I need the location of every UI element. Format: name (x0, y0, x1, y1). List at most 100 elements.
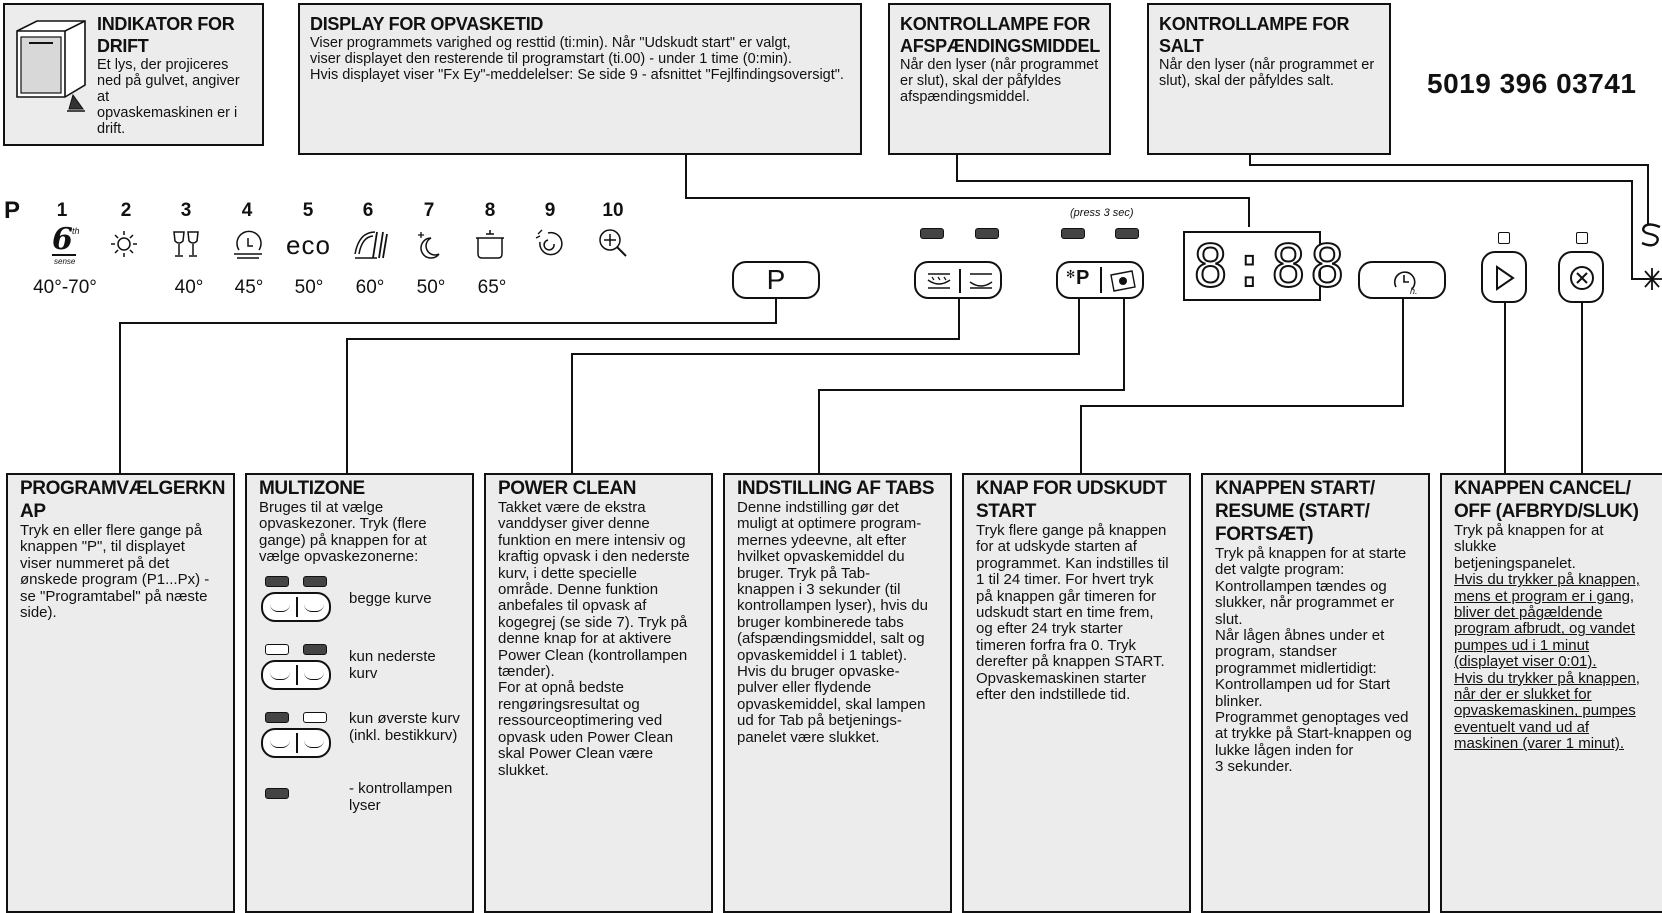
program-p-label: P (4, 197, 21, 224)
display-text: Viser programmets varighed og resttid (t… (310, 35, 844, 83)
multizone-option-label: kun nederste kurv (349, 647, 436, 682)
start-resume-text: Tryk på knappen for at starte det valgte… (1215, 545, 1412, 776)
press-3sec-note: (press 3 sec) (1070, 207, 1134, 219)
multizone-lamp-legend: - kontrollampen lyser (259, 780, 460, 820)
cancel-off-text: Tryk på knappen for at slukke betjenings… (1454, 522, 1604, 572)
delay-start-title: KNAP FOR UDSKUDT START (976, 478, 1167, 522)
program-number: 3 (180, 200, 192, 221)
power-clean-text: Takket være de ekstra vanddyser giver de… (498, 499, 690, 779)
program-temp: 40°-70° (33, 277, 97, 298)
program-number: 4 (241, 200, 253, 221)
rinse-aid-box: KONTROLLAMPE FOR AFSPÆNDINGSMIDDEL Når d… (888, 3, 1111, 155)
start-resume-box: KNAPPEN START/ RESUME (START/ FORTSÆT) T… (1201, 473, 1430, 913)
multizone-option-label: kun øverste kurv (inkl. bestikkurv) (349, 709, 460, 744)
multizone-option: kun øverste kurv (inkl. bestikkurv) (259, 709, 460, 780)
program-temp: 60° (355, 277, 385, 298)
cancel-off-button[interactable] (1558, 251, 1604, 303)
baskets-icon (927, 269, 993, 293)
program-selector-title: PROGRAMVÆLGERKN AP (20, 478, 226, 522)
salt-box: KONTROLLAMPE FOR SALT Når den lyser (når… (1147, 3, 1391, 155)
tabs-setting-title: INDSTILLING AF TABS (737, 478, 935, 499)
glasses-icon (173, 231, 199, 257)
multizone-option: kun nederste kurv (259, 643, 460, 712)
program-number: 9 (544, 200, 556, 221)
display-digits: 8:88 (1192, 232, 1349, 300)
multizone-led-upper (920, 228, 944, 239)
program-number: 6 (362, 200, 374, 221)
svg-text:h.: h. (1410, 286, 1418, 295)
program-number: 5 (302, 200, 314, 221)
indicator-box: INDIKATOR FOR DRIFT Et lys, der projicer… (3, 3, 264, 146)
power-clean-icon: ✻ (1066, 269, 1076, 281)
dishes-cutlery-icon (354, 231, 388, 259)
delay-clock-icon: h. (1393, 271, 1418, 295)
pot-icon (476, 230, 504, 259)
salt-text: Når den lyser (når programmet er slut), … (1159, 57, 1375, 89)
6th-sense-icon: 6 th sense (52, 222, 80, 266)
start-resume-button[interactable] (1481, 251, 1527, 303)
cancel-off-note-2: Hvis du trykker på knappen, når der er s… (1454, 669, 1640, 753)
play-icon (1496, 265, 1515, 291)
cancel-icon (1570, 266, 1594, 290)
delay-start-box: KNAP FOR UDSKUDT START Tryk flere gange … (962, 473, 1191, 913)
cancel-led (1576, 232, 1588, 244)
start-resume-title: KNAPPEN START/ RESUME (START/ FORTSÆT) (1215, 478, 1375, 545)
display-box: DISPLAY FOR OPVASKETID Viser programmets… (298, 3, 862, 155)
connector-salt (1249, 155, 1251, 166)
power-clean-tabs-button[interactable]: ✻ P (1056, 261, 1144, 299)
multizone-option: begge kurve (259, 575, 460, 644)
eco-icon: eco (286, 230, 331, 260)
tab-icon (1110, 270, 1136, 292)
rinse-aid-title: KONTROLLAMPE FOR AFSPÆNDINGSMIDDEL (900, 14, 1100, 56)
program-number: 2 (120, 200, 132, 221)
connector-rinse (956, 155, 958, 182)
sun-rays-icon (111, 231, 137, 257)
program-number: 10 (602, 200, 624, 221)
program-temp: 50° (294, 277, 324, 298)
indicator-title: INDIKATOR FOR DRIFT (97, 14, 235, 56)
program-temp: 45° (234, 277, 264, 298)
time-display: 8:88 (1183, 231, 1346, 301)
quick-plate-icon (234, 230, 262, 259)
power-clean-title: POWER CLEAN (498, 478, 637, 499)
program-temp: 40° (174, 277, 204, 298)
cancel-off-title: KNAPPEN CANCEL/ OFF (AFBRYD/SLUK) (1454, 478, 1639, 522)
cancel-off-note-1: Hvis du trykker på knappen, mens et prog… (1454, 571, 1640, 671)
program-number: 8 (484, 200, 496, 221)
program-temp: 50° (416, 277, 446, 298)
cancel-off-box: KNAPPEN CANCEL/ OFF (AFBRYD/SLUK) Tryk p… (1440, 473, 1662, 913)
multizone-box: MULTIZONE Bruges til at vælge opvaskezon… (245, 473, 474, 913)
display-title: DISPLAY FOR OPVASKETID (310, 14, 544, 34)
delay-start-button[interactable]: h. (1358, 261, 1446, 299)
power-clean-led (1061, 228, 1085, 239)
salt-indicator-icon (1641, 223, 1661, 247)
program-p-button[interactable]: P (732, 261, 820, 299)
program-selector-box: PROGRAMVÆLGERKN AP Tryk en eller flere g… (6, 473, 235, 913)
program-number: 1 (56, 200, 68, 221)
night-icon (418, 232, 440, 259)
multizone-lamp-text: - kontrollampen lyser (349, 779, 453, 814)
multizone-title: MULTIZONE (259, 478, 365, 499)
program-selector-text: Tryk en eller flere gange på knappen "P"… (20, 522, 210, 622)
multizone-option-label: begge kurve (349, 589, 432, 607)
connector-display (685, 155, 687, 199)
tabs-setting-box: INDSTILLING AF TABS Denne indstilling gø… (723, 473, 952, 913)
dishwasher-icon (16, 20, 86, 112)
self-clean-icon (599, 229, 627, 257)
rinse-icon (535, 229, 563, 256)
indicator-text: Et lys, der projiceres ned på gulvet, an… (97, 57, 240, 137)
program-temp: 65° (477, 277, 507, 298)
start-led (1498, 232, 1510, 244)
multizone-led-lower (975, 228, 999, 239)
multizone-button[interactable] (914, 261, 1002, 299)
tabs-led (1115, 228, 1139, 239)
rinse-aid-text: Når den lyser (når programmet er slut), … (900, 57, 1099, 105)
product-code: 5019 396 03741 (1427, 68, 1637, 99)
power-clean-box: POWER CLEAN Takket være de ekstra vanddy… (484, 473, 713, 913)
delay-start-text: Tryk flere gange på knappen for at udsky… (976, 522, 1169, 704)
multizone-text: Bruges til at vælge opvaskezoner. Tryk (… (259, 499, 427, 566)
rinse-aid-indicator-icon (1642, 268, 1662, 290)
salt-title: KONTROLLAMPE FOR SALT (1159, 14, 1350, 56)
program-number: 7 (423, 200, 435, 221)
tabs-setting-text: Denne indstilling gør det muligt at opti… (737, 499, 928, 746)
